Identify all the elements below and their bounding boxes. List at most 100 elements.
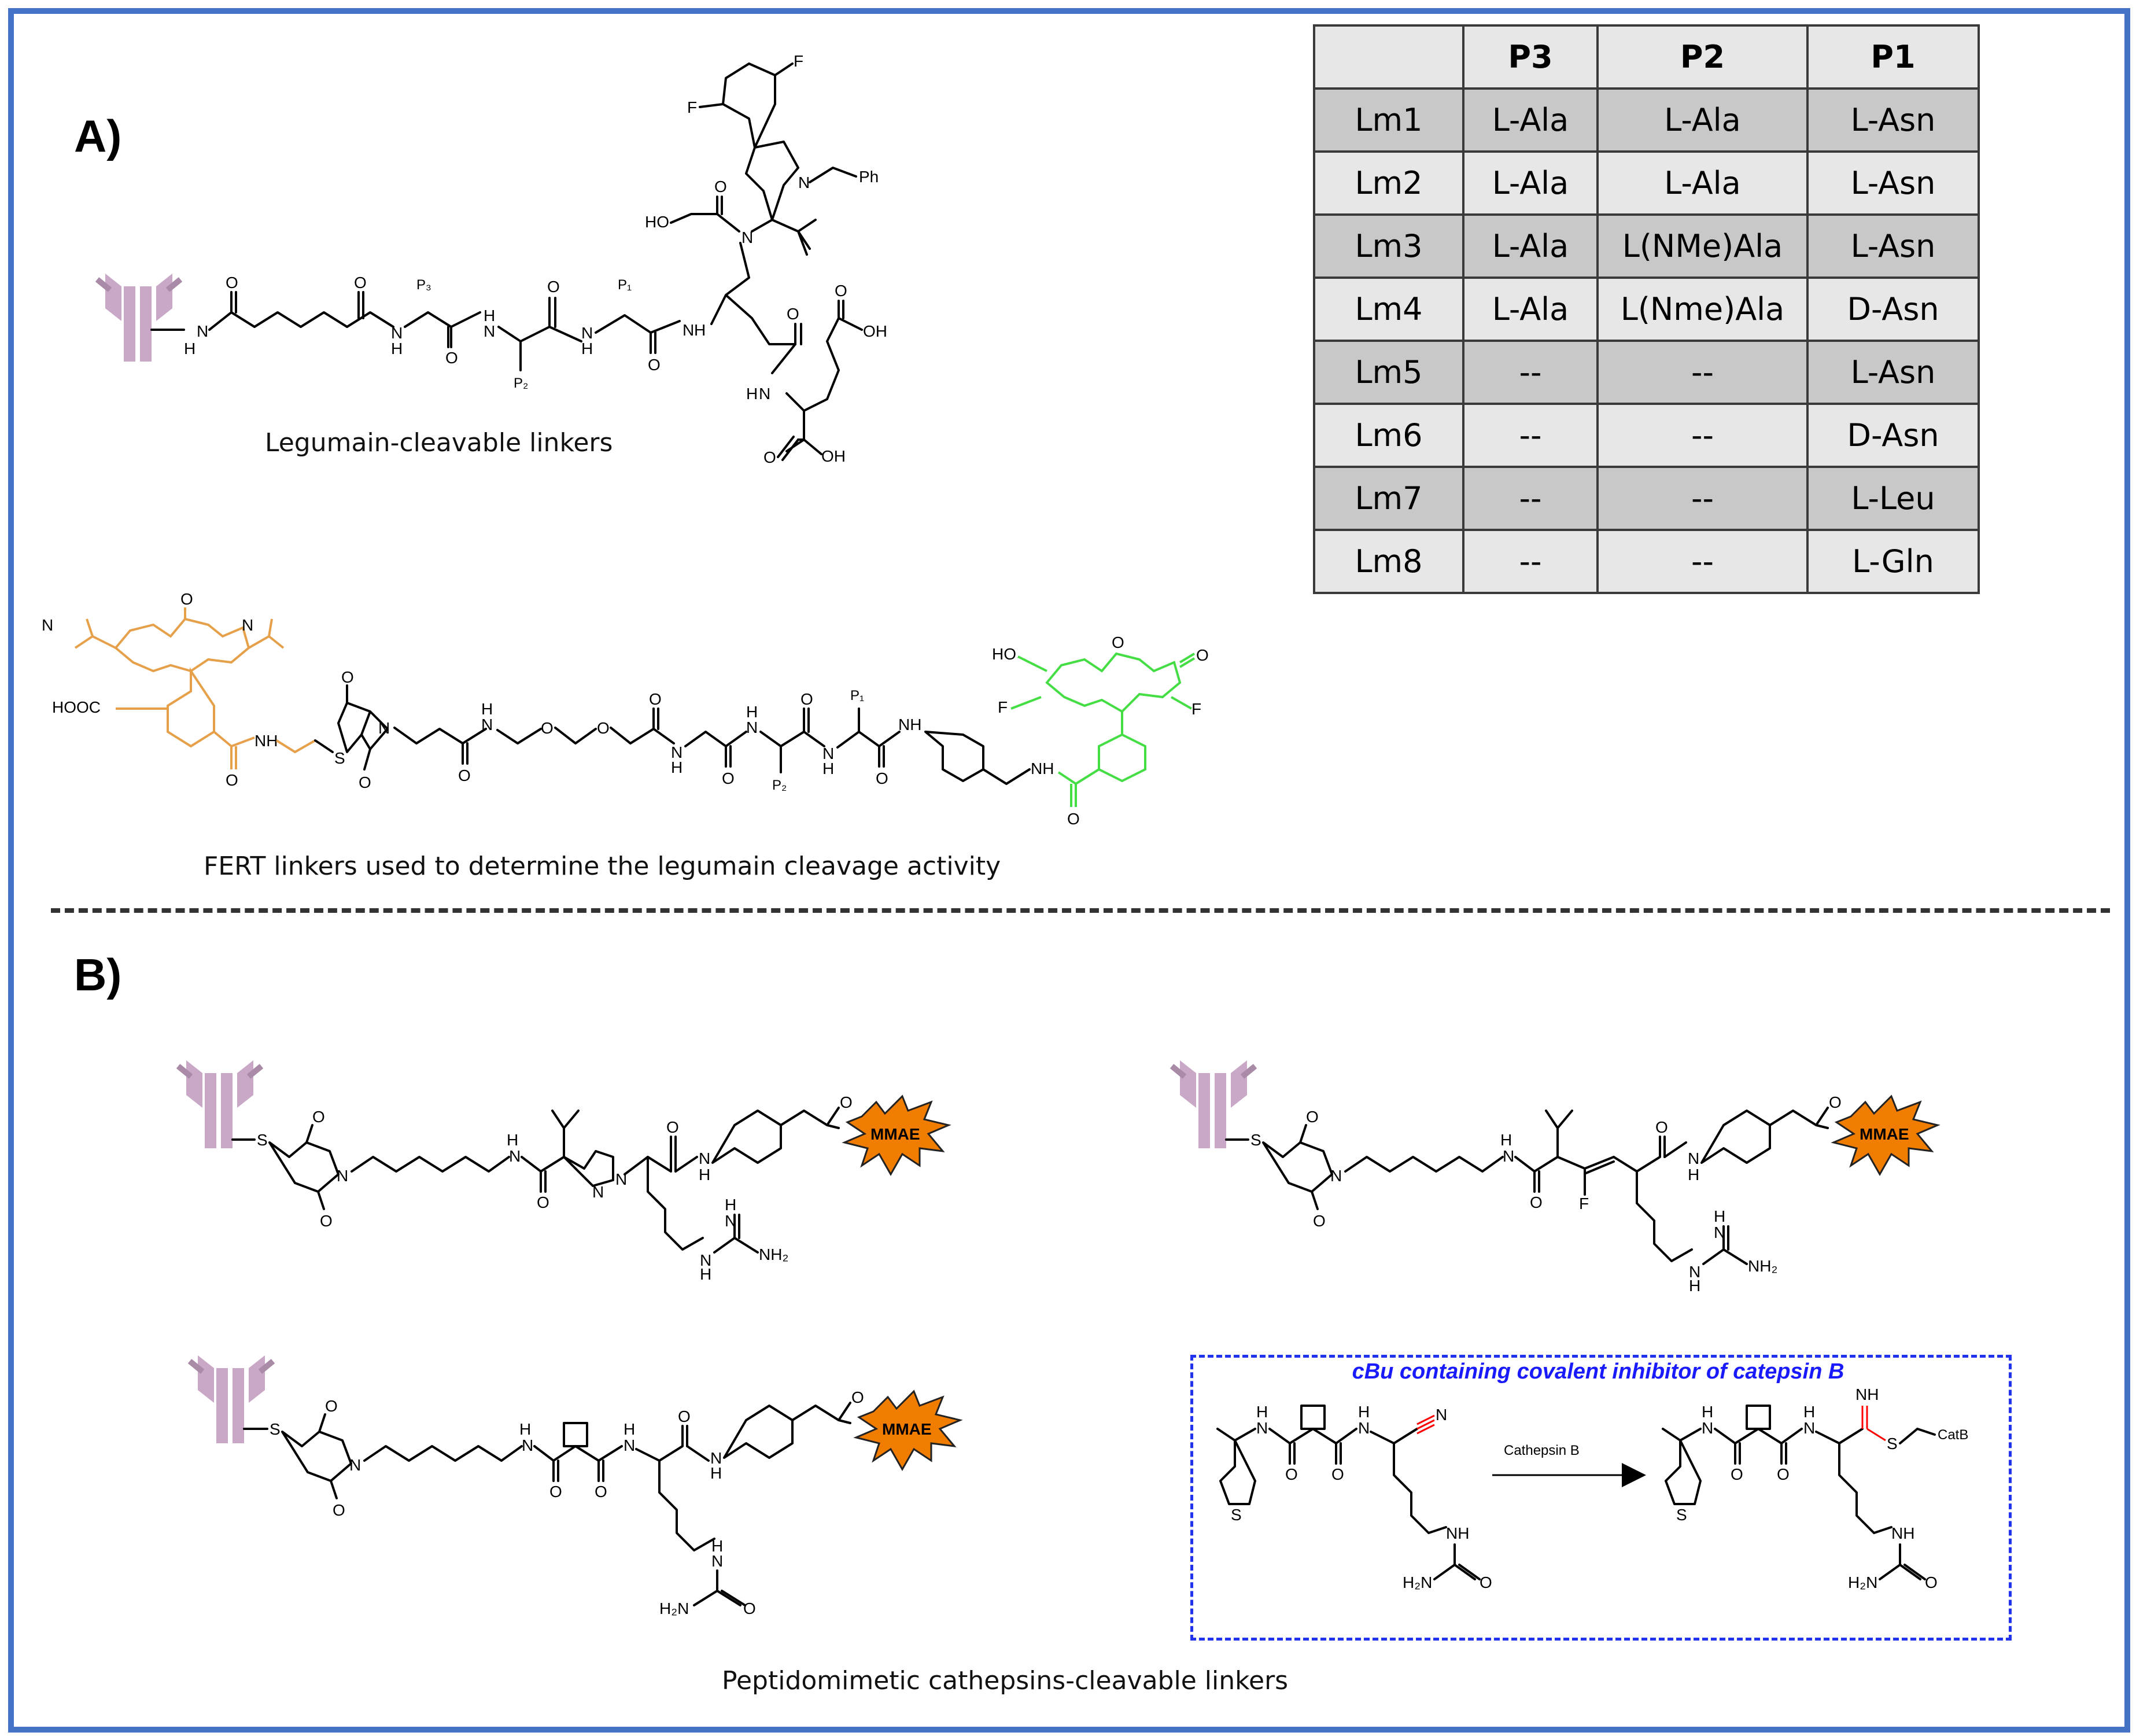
legumain-linker-structure: H N O O H N P₃ O H N P₂ O H N P₁ O N H O…	[97, 52, 887, 466]
atom-label: F	[687, 98, 697, 116]
table-cell: --	[1596, 529, 1809, 594]
atom-label: N	[349, 1456, 361, 1474]
atom-label: N	[798, 174, 810, 191]
atom-label: O	[787, 305, 799, 323]
atom-label: F	[794, 52, 803, 70]
atom-label: O	[320, 1212, 333, 1230]
atom-label: H	[822, 760, 834, 777]
atom-label: N	[671, 743, 683, 761]
atom-label: H	[725, 1196, 736, 1214]
mmae-label: MMAE	[870, 1125, 920, 1143]
atom-label: S	[1250, 1131, 1261, 1149]
atom-label: NH₂	[1748, 1257, 1777, 1275]
atom-label: O	[835, 282, 847, 300]
table-header-row: P3 P2 P1	[1313, 24, 1980, 90]
table-header-cell: P1	[1806, 24, 1980, 90]
atom-label: O	[1655, 1118, 1668, 1136]
atom-label: H₂N	[1848, 1573, 1877, 1591]
atom-label: Ph	[859, 168, 879, 186]
atom-label: N	[197, 322, 208, 340]
atom-label: N	[522, 1436, 533, 1454]
atom-label: H	[1500, 1131, 1512, 1149]
table-cell: --	[1462, 529, 1599, 594]
table-cell: L(Nme)Ala	[1596, 277, 1809, 342]
antibody-icon	[190, 1355, 273, 1443]
mmae-starburst	[853, 1389, 963, 1472]
table-row: Lm7----L-Leu	[1313, 466, 1980, 531]
atom-label: N	[746, 718, 758, 736]
atom-label: N	[1358, 1419, 1370, 1437]
atom-label: O	[1731, 1465, 1743, 1483]
atom-label: H	[746, 703, 758, 721]
atom-label: O	[226, 771, 238, 789]
caption-fert: FERT linkers used to determine the legum…	[204, 852, 1001, 881]
table-header-cell: P2	[1596, 24, 1809, 90]
table-cell: Lm4	[1313, 277, 1464, 342]
atom-label: O	[458, 766, 471, 784]
table-cell: L-Ala	[1596, 87, 1809, 153]
atom-label: NH	[254, 732, 278, 750]
table-cell: L-Ala	[1462, 87, 1599, 153]
atom-label: HO	[992, 645, 1016, 663]
table-cell: L-Asn	[1806, 213, 1980, 279]
table-cell: L-Leu	[1806, 466, 1980, 531]
atom-label: N	[759, 385, 770, 403]
cathepsin-linker-fluoroalkene-structure: S O O N H N O F O N H H N NH₂ N H O MMAE	[1172, 1060, 1941, 1295]
atom-label: H	[694, 321, 706, 339]
table-cell: --	[1462, 466, 1599, 531]
table-cell: L-Ala	[1462, 213, 1599, 279]
table-cell: Lm2	[1313, 150, 1464, 216]
antibody-icon	[178, 1060, 261, 1148]
atom-label: NH	[898, 716, 921, 734]
atom-label: H	[391, 340, 403, 357]
atom-label: H	[1688, 1166, 1699, 1184]
atom-label: N	[509, 1147, 521, 1165]
atom-label: N	[699, 1149, 710, 1167]
atom-label: S	[1231, 1506, 1242, 1524]
atom-label: N	[592, 1183, 604, 1201]
atom-label: HOOC	[52, 698, 101, 716]
inset-title: cBu containing covalent inhibitor of cat…	[1352, 1359, 1844, 1384]
atom-label: N	[1503, 1147, 1514, 1165]
caption-legumain: Legumain-cleavable linkers	[265, 428, 613, 458]
atom-label: O	[1925, 1573, 1938, 1591]
atom-label: H₂N	[659, 1599, 689, 1617]
atom-label: N	[1256, 1419, 1268, 1437]
atom-label: N	[822, 744, 834, 762]
atom-label: F	[998, 698, 1008, 716]
atom-label: H	[624, 1420, 635, 1438]
atom-label: N	[1803, 1419, 1815, 1437]
atom-label: O	[537, 1193, 549, 1211]
table-cell: Lm5	[1313, 340, 1464, 405]
atom-label: NH₂	[759, 1245, 788, 1263]
atom-label: P₁	[618, 277, 632, 293]
atom-label: O	[359, 773, 371, 791]
atom-label: O	[743, 1599, 756, 1617]
table-cell: L(NMe)Ala	[1596, 213, 1809, 279]
atom-label: H	[507, 1131, 518, 1149]
atom-label: H	[1256, 1403, 1268, 1421]
figure-frame	[8, 8, 2130, 1733]
cathepsin-linker-triazole-structure: S O O N H N O N N O N H H N NH₂ N H O MM…	[178, 1060, 951, 1283]
atom-label: S	[334, 749, 345, 767]
inset-reaction: H N S O O H N N NH H₂N O Cathepsin B H N…	[1216, 1385, 1968, 1591]
atom-label: O	[354, 274, 367, 292]
atom-label: O	[549, 1483, 562, 1501]
atom-label: O	[595, 1483, 607, 1501]
atom-label: N	[1688, 1149, 1699, 1167]
atom-label: H	[710, 1464, 722, 1482]
atom-label: O	[666, 1118, 679, 1136]
table-row: Lm6----D-Asn	[1313, 403, 1980, 468]
antibody-icon	[97, 274, 180, 362]
mmae-starburst	[842, 1094, 951, 1177]
table-cell: Lm8	[1313, 529, 1464, 594]
atom-label: H	[671, 758, 683, 776]
atom-label: OH	[863, 322, 887, 340]
atom-label: O	[1480, 1573, 1492, 1591]
table-cell: L-Asn	[1806, 150, 1980, 216]
table-cell: --	[1596, 466, 1809, 531]
